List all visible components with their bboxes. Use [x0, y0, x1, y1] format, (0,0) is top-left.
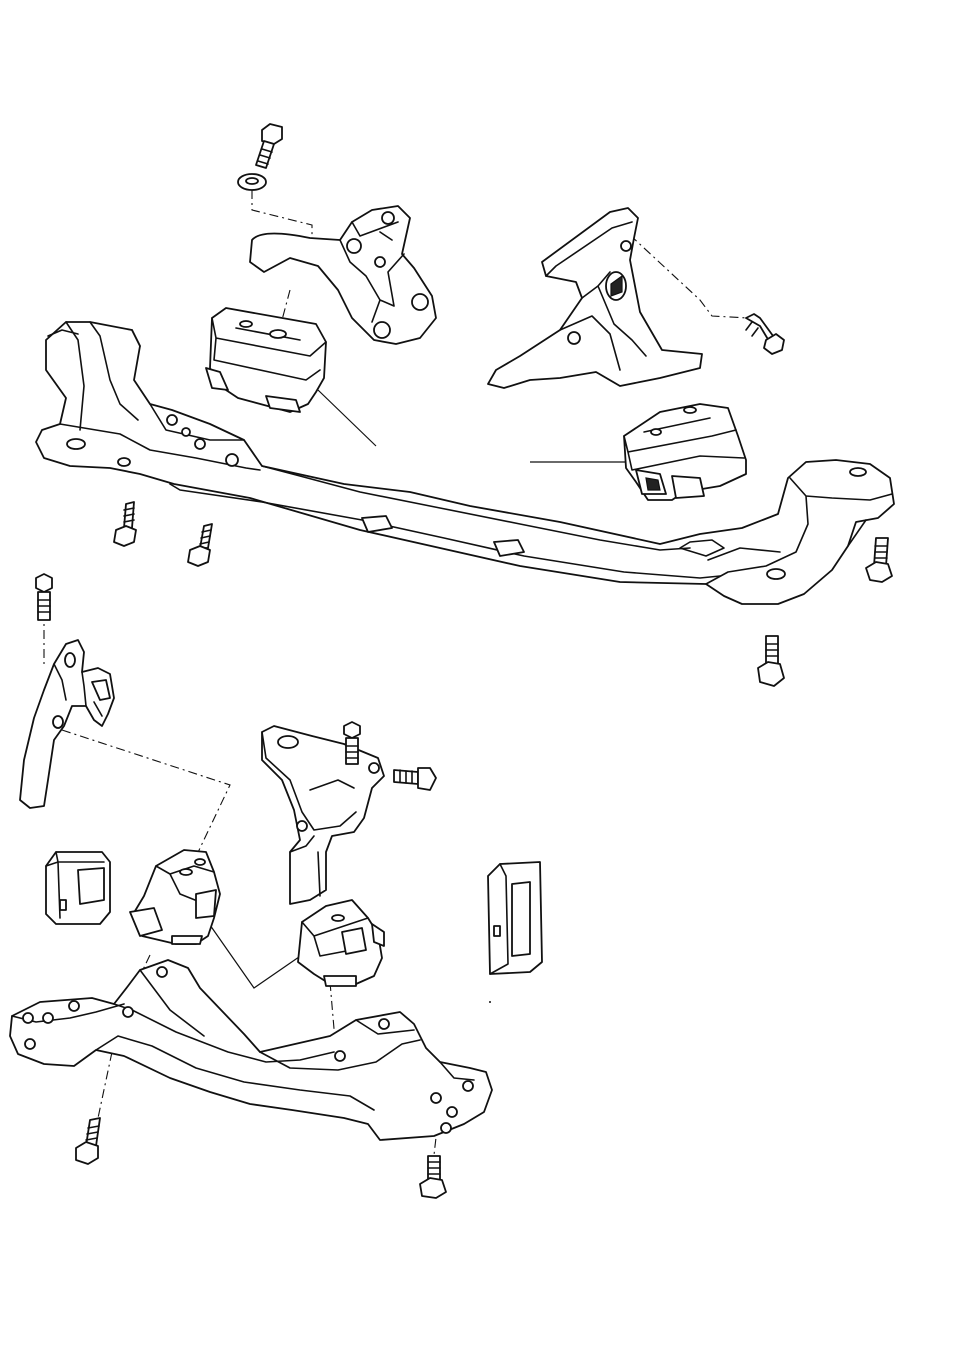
- front-crossmember: [35, 321, 895, 605]
- bolt-icon: [343, 721, 361, 765]
- transmission-mount-left: [129, 849, 221, 945]
- stray-mark: [489, 1001, 491, 1003]
- bolt-icon: [745, 313, 785, 355]
- bolt-icon: [255, 123, 283, 169]
- engine-mount-bracket-left: [249, 205, 437, 345]
- bolt-icon: [393, 767, 437, 791]
- rear-crossmember: [9, 959, 493, 1141]
- bolt-icon: [187, 523, 213, 567]
- bolt-icon: [757, 635, 785, 687]
- transmission-mount-right: [297, 899, 385, 987]
- bolt-icon: [419, 1155, 447, 1199]
- engine-mount-bracket-right: [487, 207, 703, 389]
- bolt-icon: [75, 1117, 101, 1165]
- bolt-icon: [35, 573, 53, 621]
- rubber-insert-left: [45, 851, 111, 925]
- torque-arm-bracket: [19, 639, 115, 809]
- bolt-icon: [865, 537, 893, 583]
- bolt-icon: [113, 501, 137, 547]
- engine-mount-left: [205, 307, 327, 413]
- gearbox-bracket: [261, 725, 385, 905]
- engine-mount-right: [623, 403, 747, 501]
- rubber-insert-right: [487, 861, 543, 975]
- assembly-lines: [43, 190, 749, 1156]
- washer-icon: [237, 173, 267, 191]
